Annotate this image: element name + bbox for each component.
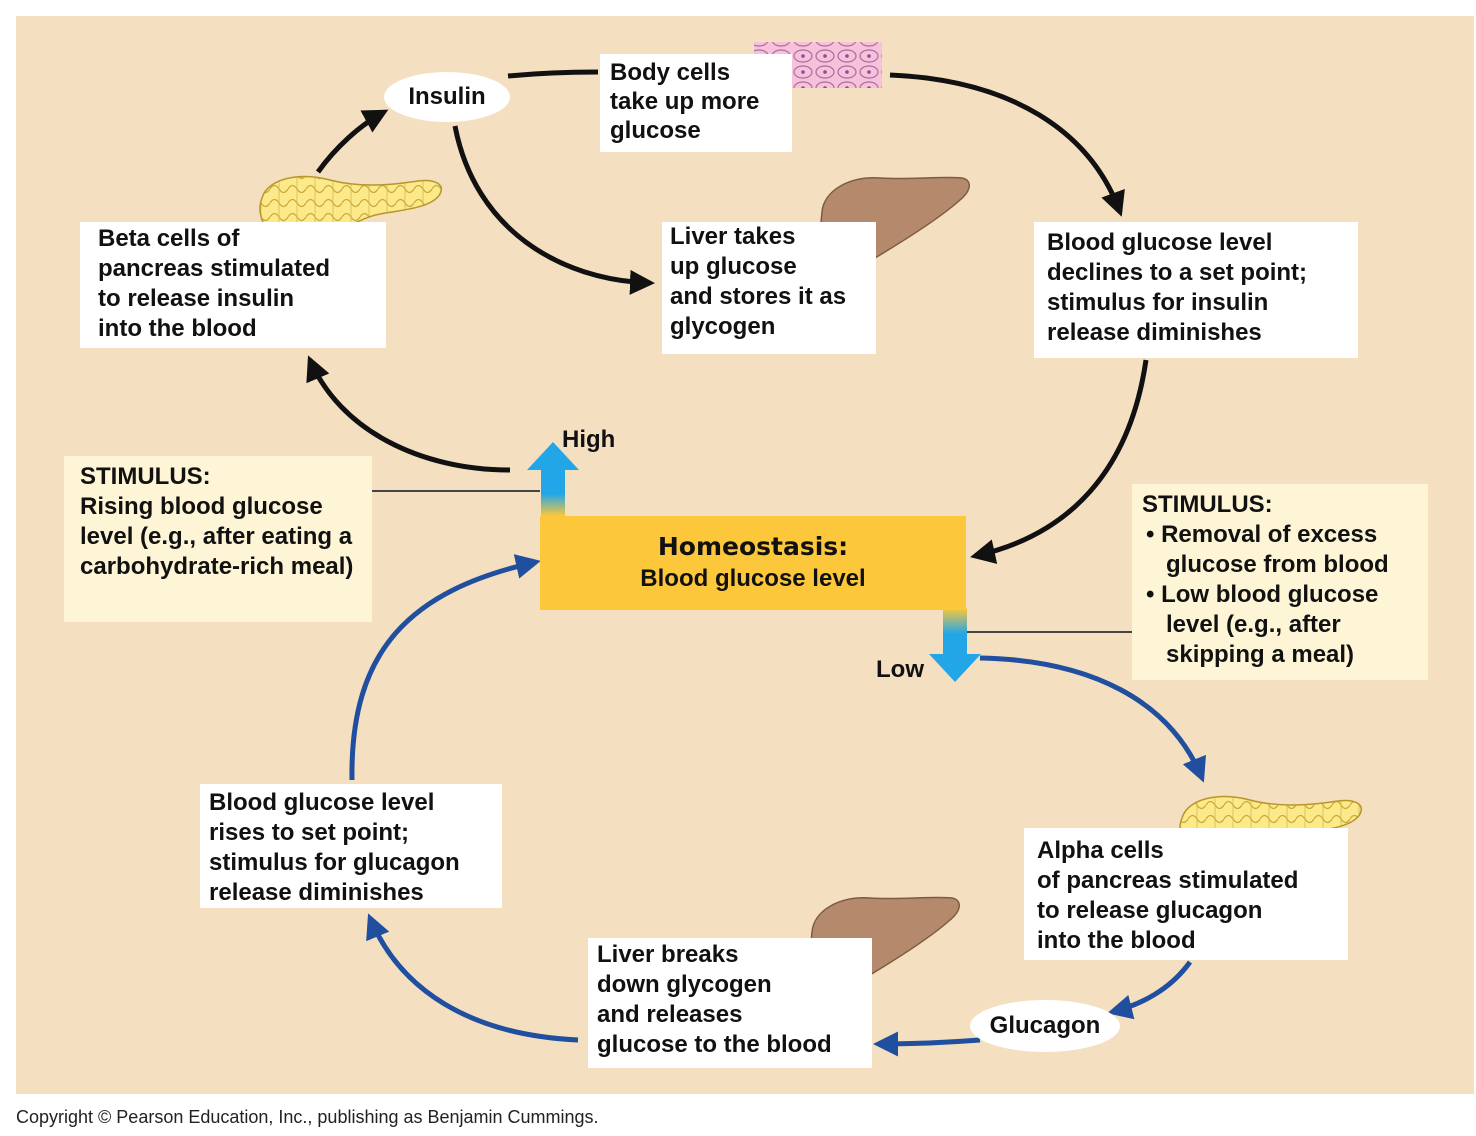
low-stimulus-title: STIMULUS: [1142, 491, 1273, 518]
high-stimulus-box: STIMULUS: Rising blood glucose level (e.… [64, 456, 372, 622]
high-stimulus-title: STIMULUS: [80, 463, 211, 490]
low-stimulus-item: • Low blood glucose level (e.g., after s… [1146, 581, 1379, 668]
copyright-text: Copyright © Pearson Education, Inc., pub… [16, 1107, 599, 1127]
body-cells-box: Body cells take up more glucose [600, 54, 792, 152]
homeostasis-title: Homeostasis: [657, 532, 849, 561]
liver-breaks-down-box: Liver breaks down glycogen and releases … [588, 938, 872, 1068]
arrow-decline-to-homeostasis [970, 359, 1149, 564]
arrow-stimulus-to-beta [306, 355, 511, 473]
insulin-label: Insulin [384, 72, 510, 122]
arrow-glucagon-to-liver [873, 1031, 981, 1057]
arrow-insulin-to-bodycells [507, 69, 599, 79]
low-label: Low [876, 656, 924, 683]
arrow-low-to-alpha [979, 655, 1206, 783]
glucagon-label: Glucagon [970, 1000, 1120, 1052]
homeostasis-subtitle: Blood glucose level [640, 565, 866, 592]
liver-takes-up-box: Liver takes up glucose and stores it as … [662, 222, 876, 354]
arrow-rises-to-homeostasis [349, 554, 541, 781]
high-label: High [562, 426, 616, 453]
low-stimulus-item: • Removal of excess glucose from blood [1146, 521, 1389, 578]
low-stimulus-box: STIMULUS: • Removal of excess glucose fr… [1132, 484, 1428, 680]
low-arrow [929, 608, 981, 682]
high-stimulus-text: Rising blood glucose level (e.g., after … [80, 493, 354, 580]
alpha-cells-box: Alpha cells of pancreas stimulated to re… [1024, 828, 1348, 960]
arrow-beta-to-insulin [315, 109, 389, 174]
beta-cells-box: Beta cells of pancreas stimulated to rel… [80, 222, 386, 348]
arrow-alpha-to-glucagon [1107, 960, 1193, 1020]
arrow-insulin-to-liver [452, 125, 655, 295]
arrow-liver-to-rises [366, 913, 579, 1043]
homeostasis-box: Homeostasis: Blood glucose level [540, 516, 966, 610]
high-arrow [527, 442, 579, 516]
declines-box: Blood glucose level declines to a set po… [1034, 222, 1358, 358]
arrow-bodycells-to-decline [889, 72, 1125, 217]
rises-box: Blood glucose level rises to set point; … [200, 784, 502, 908]
